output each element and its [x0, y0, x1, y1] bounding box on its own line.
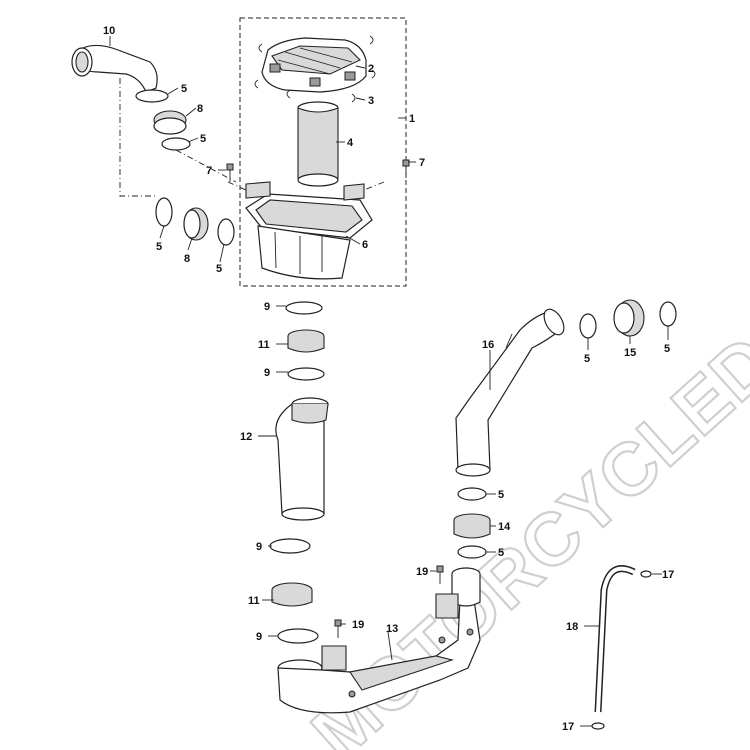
callout-19b: 19 — [352, 619, 364, 631]
airbox-assembly-frame — [239, 17, 407, 287]
part-breather-hose — [591, 565, 652, 730]
callout-8b: 8 — [184, 253, 190, 265]
part-air-filter-element — [297, 101, 339, 187]
watermark-text: MOTORCYCLEDOCTOR — [296, 138, 750, 750]
part-air-filter-cover — [261, 37, 367, 93]
callout-4: 4 — [347, 137, 354, 149]
callout-8a: 8 — [197, 103, 203, 115]
callout-13: 13 — [386, 623, 398, 635]
callout-17b: 17 — [562, 721, 574, 733]
callout-19a: 19 — [416, 566, 428, 578]
callout-16: 16 — [482, 339, 494, 351]
part-screws — [226, 159, 410, 182]
leader-lines — [109, 36, 669, 727]
callout-5h: 5 — [664, 343, 670, 355]
callout-15: 15 — [624, 347, 636, 359]
callout-5c: 5 — [156, 241, 162, 253]
part-airbox-base — [245, 193, 373, 280]
part-upper-right-duct — [455, 308, 565, 477]
callout-9a: 9 — [264, 301, 270, 313]
callout-14: 14 — [498, 521, 511, 533]
callout-17a: 17 — [662, 569, 674, 581]
callout-18: 18 — [566, 621, 578, 633]
callout-1: 1 — [409, 113, 415, 125]
callout-9b: 9 — [264, 367, 270, 379]
callout-5d: 5 — [216, 263, 222, 275]
callout-5g: 5 — [584, 353, 590, 365]
callout-6: 6 — [362, 239, 368, 251]
callout-3: 3 — [368, 95, 374, 107]
callout-10: 10 — [103, 25, 115, 37]
part-duct-coupler-14 — [453, 487, 491, 559]
part-intake-snorkel — [71, 44, 158, 93]
part-lower-duct-stack — [269, 538, 319, 644]
bracket-right — [343, 183, 365, 201]
part-lower-intake-duct — [277, 567, 481, 714]
callout-2: 2 — [368, 63, 374, 75]
callout-7b: 7 — [419, 157, 425, 169]
part-vertical-duct — [275, 397, 329, 521]
callout-5b: 5 — [200, 133, 206, 145]
bracket-left — [245, 181, 271, 199]
callout-11a: 11 — [258, 339, 270, 351]
callout-11b: 11 — [248, 595, 260, 607]
callout-12: 12 — [240, 431, 252, 443]
callout-9c: 9 — [256, 541, 262, 553]
part-duct-coupler-15 — [579, 299, 677, 339]
callout-5f: 5 — [498, 547, 504, 559]
part-screws-19 — [334, 565, 444, 638]
callout-5e: 5 — [498, 489, 504, 501]
part-cover-clips — [254, 35, 376, 103]
part-lower-clamps — [155, 197, 235, 246]
callout-9d: 9 — [256, 631, 262, 643]
callout-5a: 5 — [181, 83, 187, 95]
callout-labels: 1 2 3 4 5 5 5 5 5 5 5 5 6 7 7 8 8 9 9 9 … — [103, 25, 674, 733]
part-upper-clamps — [135, 89, 191, 151]
part-upper-duct-stack — [285, 301, 325, 381]
callout-7a: 7 — [206, 165, 212, 177]
